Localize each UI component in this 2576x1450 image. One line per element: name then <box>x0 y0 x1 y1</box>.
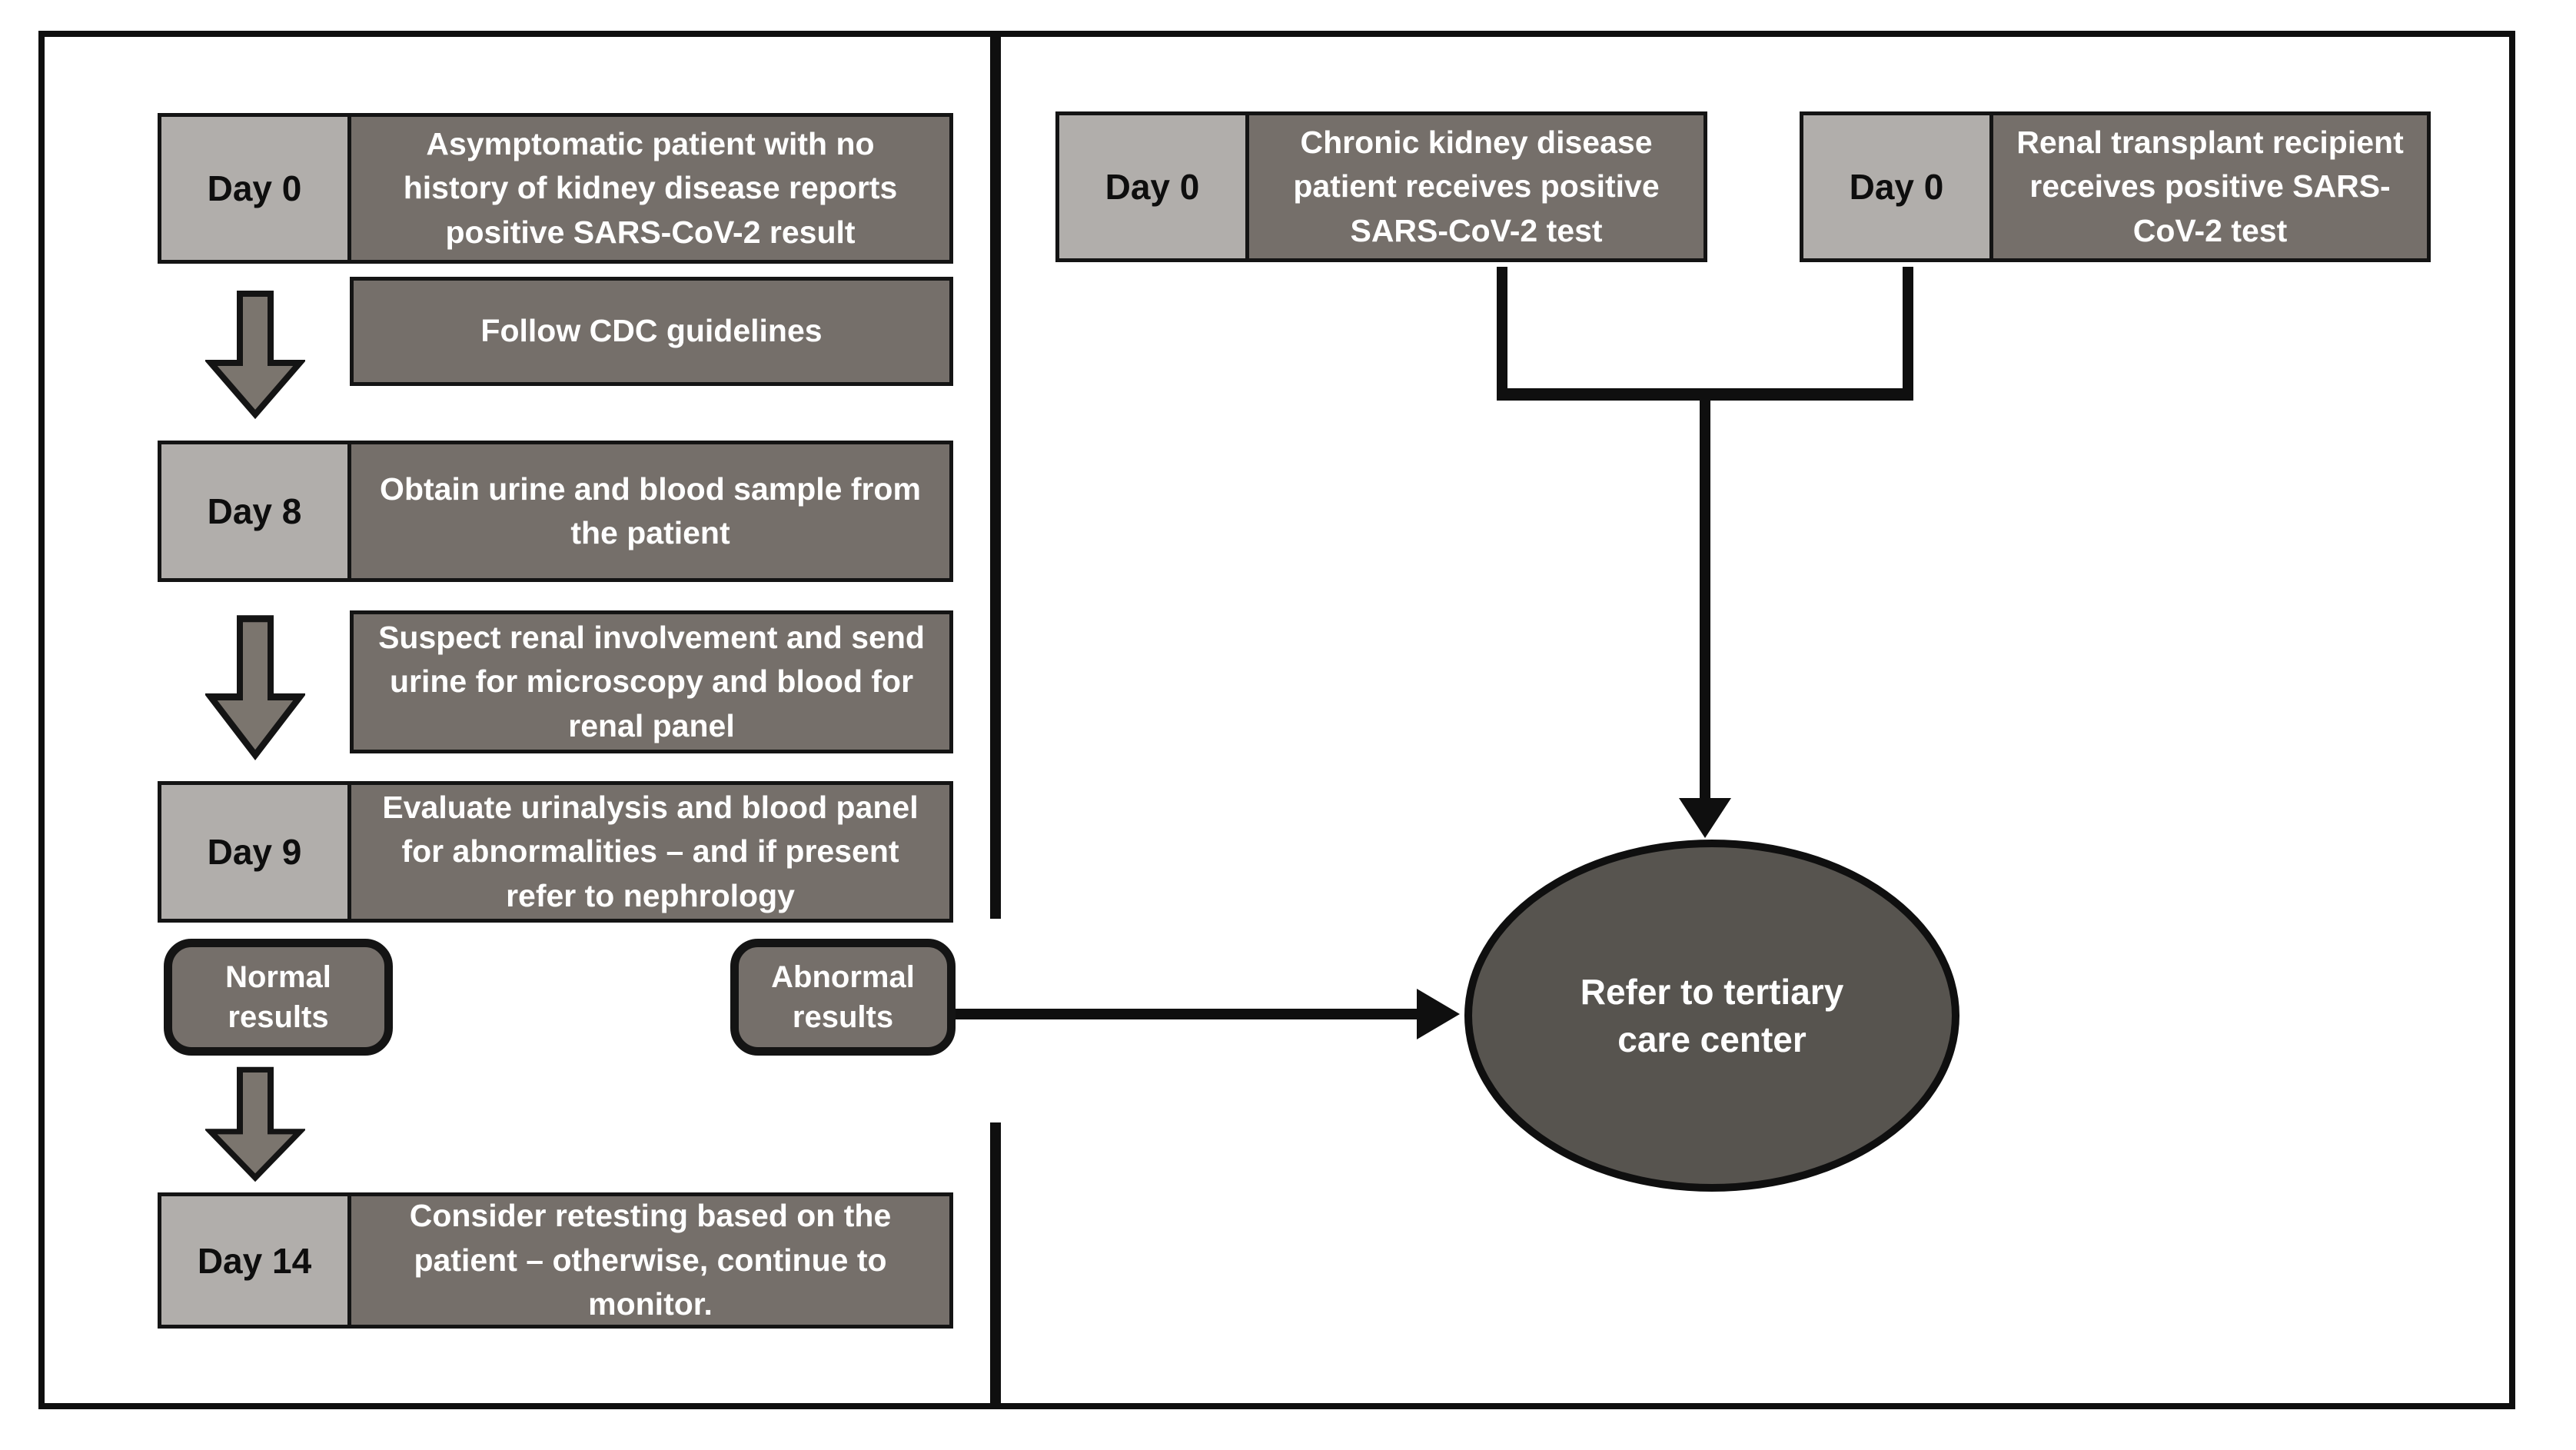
down-block-arrow-icon <box>205 1066 305 1182</box>
step-retest-box: Day 14 Consider retesting based on the p… <box>158 1192 953 1329</box>
day-label: Day 9 <box>161 785 351 919</box>
day-label: Day 8 <box>161 444 351 578</box>
result-label: Abnormal results <box>771 960 915 1034</box>
down-block-arrow-icon <box>205 615 305 760</box>
terminal-label: Refer to tertiary care center <box>1580 971 1844 1059</box>
day-label: Day 0 <box>1059 115 1249 258</box>
step-text: Chronic kidney disease patient receives … <box>1249 115 1703 258</box>
arrow-right-icon <box>1417 989 1460 1039</box>
step-text: Renal transplant recipient receives posi… <box>1993 115 2427 258</box>
step-cdc-box: Follow CDC guidelines <box>350 277 953 386</box>
section-divider-bottom <box>990 1122 1001 1408</box>
bracket-right-line <box>1903 267 1913 401</box>
arrow-down-line <box>1700 401 1710 802</box>
bracket-left-line <box>1497 267 1507 401</box>
step-evaluate-box: Day 9 Evaluate urinalysis and blood pane… <box>158 781 953 923</box>
down-block-arrow-icon <box>205 291 305 420</box>
arrow-right-line <box>956 1009 1417 1019</box>
outer-frame <box>38 31 2515 1409</box>
section-divider-top <box>990 34 1001 919</box>
step-text: Suspect renal involvement and send urine… <box>378 619 925 743</box>
step-asymptomatic-box: Day 0 Asymptomatic patient with no histo… <box>158 113 953 264</box>
renal-transplant-box: Day 0 Renal transplant recipient receive… <box>1800 111 2431 262</box>
normal-results-box: Normal results <box>164 939 393 1056</box>
step-text: Evaluate urinalysis and blood panel for … <box>351 785 949 919</box>
ckd-patient-box: Day 0 Chronic kidney disease patient rec… <box>1055 111 1707 262</box>
abnormal-results-box: Abnormal results <box>730 939 956 1056</box>
day-label: Day 0 <box>1803 115 1993 258</box>
bracket-bar-line <box>1497 388 1913 401</box>
step-suspect-renal-box: Suspect renal involvement and send urine… <box>350 610 953 753</box>
step-text: Obtain urine and blood sample from the p… <box>351 444 949 578</box>
step-text: Follow CDC guidelines <box>480 313 823 349</box>
tertiary-care-ellipse: Refer to tertiary care center <box>1464 840 1959 1192</box>
day-label: Day 14 <box>161 1196 351 1325</box>
arrow-down-icon <box>1679 798 1731 838</box>
step-text: Consider retesting based on the patient … <box>351 1196 949 1325</box>
result-label: Normal results <box>225 960 331 1034</box>
step-text: Asymptomatic patient with no history of … <box>351 117 949 260</box>
step-samples-box: Day 8 Obtain urine and blood sample from… <box>158 441 953 582</box>
day-label: Day 0 <box>161 117 351 260</box>
